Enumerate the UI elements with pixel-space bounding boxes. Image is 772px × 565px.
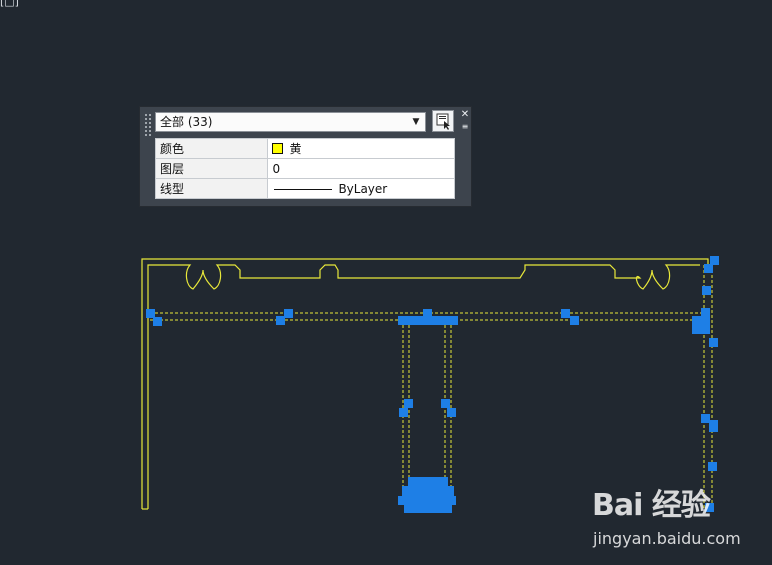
- grip: [701, 414, 710, 423]
- grip: [441, 399, 450, 408]
- grip: [423, 309, 432, 318]
- watermark-url: jingyan.baidu.com: [593, 529, 741, 548]
- property-row-layer[interactable]: 图层 0: [154, 158, 455, 179]
- selection-dashes: [150, 265, 713, 509]
- property-row-linetype[interactable]: 线型 ByLayer: [154, 178, 455, 199]
- grip: [408, 477, 448, 486]
- filter-value: 全部 (33): [160, 115, 213, 129]
- grip: [561, 309, 570, 318]
- property-value[interactable]: ByLayer: [267, 178, 455, 199]
- grip: [399, 408, 408, 417]
- options-icon[interactable]: ≡: [461, 122, 469, 131]
- grip-set: [146, 256, 719, 513]
- grip: [702, 286, 711, 295]
- property-label: 颜色: [154, 138, 269, 159]
- grip: [402, 486, 454, 496]
- profile-outer-path: [141, 258, 709, 509]
- grip: [276, 316, 285, 325]
- grip: [284, 309, 293, 318]
- grip: [704, 264, 713, 273]
- quick-properties-panel: 全部 (33) ▼ ✕ ≡ 颜色 黄 图层 0 线型 ByLayer: [139, 106, 472, 207]
- left-post-dashed: [402, 320, 452, 500]
- property-row-color[interactable]: 颜色 黄: [154, 138, 455, 159]
- grip: [701, 308, 710, 317]
- linetype-value: ByLayer: [338, 181, 388, 196]
- grip-handle-icon[interactable]: [144, 113, 152, 137]
- grip: [709, 338, 718, 347]
- grip: [398, 496, 456, 505]
- grip: [692, 316, 710, 334]
- corner-label: [□]: [0, 0, 19, 8]
- grip: [708, 462, 717, 471]
- grip: [153, 317, 162, 326]
- right-post-dashed: [703, 265, 713, 509]
- grip: [709, 420, 718, 432]
- properties-table: 颜色 黄 图层 0 线型 ByLayer: [154, 138, 455, 199]
- watermark-logo: Bai 经验: [592, 488, 711, 523]
- property-label: 线型: [154, 178, 269, 199]
- select-objects-icon[interactable]: [432, 110, 454, 132]
- grip: [447, 408, 456, 417]
- color-value: 黄: [289, 142, 302, 156]
- property-value[interactable]: 黄: [267, 138, 455, 159]
- linetype-sample-icon: [274, 188, 333, 190]
- grip: [398, 316, 458, 325]
- grip: [705, 503, 714, 512]
- grip: [710, 256, 719, 265]
- grip: [146, 309, 155, 318]
- grip: [404, 505, 452, 513]
- property-value[interactable]: 0: [267, 158, 455, 179]
- color-swatch-icon: [272, 143, 284, 154]
- close-icon[interactable]: ✕: [460, 109, 470, 120]
- property-label: 图层: [154, 158, 269, 179]
- profile-outline: [141, 258, 709, 510]
- grip: [404, 399, 413, 408]
- grip: [570, 316, 579, 325]
- chevron-down-icon[interactable]: ▼: [412, 117, 420, 127]
- profile-inner-path: [147, 264, 700, 509]
- object-filter-select[interactable]: 全部 (33) ▼: [155, 112, 426, 132]
